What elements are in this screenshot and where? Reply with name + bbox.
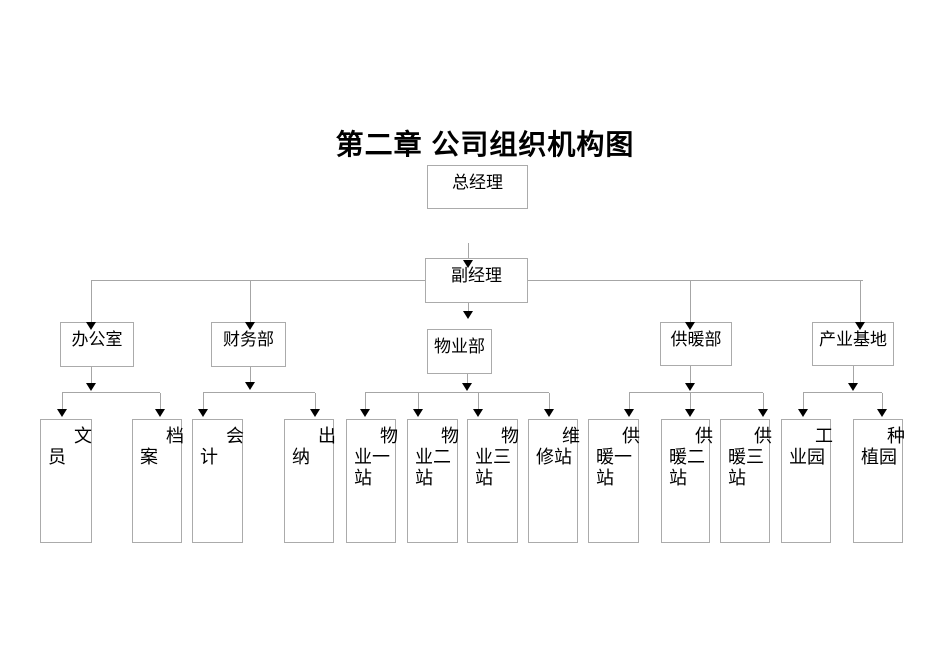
- connector-line: [860, 281, 861, 322]
- connector-line: [853, 365, 854, 383]
- connector-line: [763, 393, 764, 409]
- node-industrial-park: 工业园: [781, 419, 833, 543]
- connector-line: [803, 393, 804, 409]
- arrow-down-icon: [463, 311, 473, 319]
- arrow-down-icon: [245, 322, 255, 330]
- arrow-down-icon: [848, 383, 858, 391]
- node-maintenance-station: 维修站: [528, 419, 580, 543]
- node-property-station-1: 物业一站: [346, 419, 398, 543]
- arrow-down-icon: [310, 409, 320, 417]
- node-heating-station-1: 供暖一站: [588, 419, 640, 543]
- connector-line: [250, 367, 251, 382]
- arrow-down-icon: [685, 409, 695, 417]
- node-general-manager: 总经理: [427, 165, 528, 209]
- connector-line: [365, 393, 366, 409]
- arrow-down-icon: [360, 409, 370, 417]
- connector-line: [418, 393, 419, 409]
- arrow-down-icon: [685, 383, 695, 391]
- connector-line: [160, 393, 161, 409]
- node-archives: 档案: [132, 419, 184, 543]
- arrow-down-icon: [544, 409, 554, 417]
- connector-line: [803, 392, 882, 393]
- connector-line: [690, 393, 691, 409]
- connector-line: [467, 374, 468, 383]
- node-industrial-base: 产业基地: [812, 322, 894, 366]
- node-plantation: 种植园: [853, 419, 905, 543]
- connector-line: [629, 393, 630, 409]
- arrow-down-icon: [198, 409, 208, 417]
- arrow-down-icon: [86, 383, 96, 391]
- connector-line: [91, 367, 92, 383]
- node-property-dept: 物业部: [427, 329, 492, 374]
- connector-line: [690, 366, 691, 383]
- connector-line: [882, 393, 883, 409]
- node-property-station-2: 物业二站: [407, 419, 459, 543]
- connector-line: [203, 393, 204, 409]
- arrow-down-icon: [798, 409, 808, 417]
- arrow-down-icon: [877, 409, 887, 417]
- node-heating-station-3: 供暖三站: [720, 419, 772, 543]
- arrow-down-icon: [473, 409, 483, 417]
- node-clerk: 文员: [40, 419, 92, 543]
- arrow-down-icon: [624, 409, 634, 417]
- arrow-down-icon: [685, 322, 695, 330]
- node-finance-dept: 财务部: [211, 322, 286, 367]
- arrow-down-icon: [245, 382, 255, 390]
- arrow-down-icon: [462, 383, 472, 391]
- connector-line: [629, 392, 763, 393]
- arrow-down-icon: [413, 409, 423, 417]
- connector-line: [468, 303, 469, 311]
- node-cashier: 出纳: [284, 419, 336, 543]
- arrow-down-icon: [758, 409, 768, 417]
- connector-line: [690, 281, 691, 322]
- node-heating-station-2: 供暖二站: [661, 419, 713, 543]
- arrow-down-icon: [86, 322, 96, 330]
- connector-line: [365, 392, 549, 393]
- connector-line: [62, 392, 160, 393]
- node-heating-dept: 供暖部: [660, 322, 732, 366]
- arrow-down-icon: [855, 322, 865, 330]
- connector-line: [315, 393, 316, 409]
- page-title: 第二章 公司组织机构图: [335, 129, 635, 160]
- arrow-down-icon: [155, 409, 165, 417]
- connector-line: [549, 393, 550, 409]
- connector-line: [250, 281, 251, 322]
- node-office: 办公室: [60, 322, 134, 367]
- arrow-down-icon: [463, 260, 473, 268]
- connector-line: [478, 393, 479, 409]
- node-accountant: 会计: [192, 419, 244, 543]
- arrow-down-icon: [57, 409, 67, 417]
- node-property-station-3: 物业三站: [467, 419, 519, 543]
- connector-line: [62, 393, 63, 409]
- connector-line: [203, 392, 315, 393]
- node-deputy-manager: 副经理: [425, 258, 528, 303]
- connector-line: [468, 243, 469, 258]
- connector-line: [91, 281, 92, 322]
